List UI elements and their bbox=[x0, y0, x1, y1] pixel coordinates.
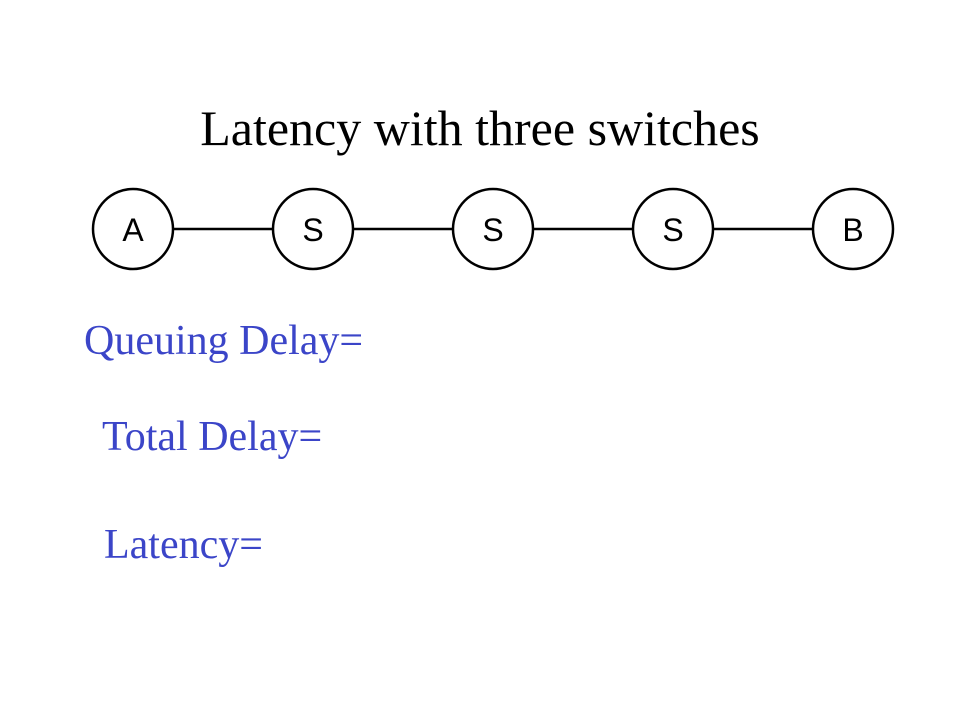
latency-label: Latency= bbox=[104, 522, 263, 568]
queuing-delay-label: Queuing Delay= bbox=[84, 318, 364, 364]
node-host-a: A bbox=[91, 187, 175, 271]
node-label: S bbox=[662, 212, 683, 248]
node-host-b: B bbox=[811, 187, 895, 271]
node-circle bbox=[811, 187, 895, 271]
node-switch-1: S bbox=[271, 187, 355, 271]
node-circle bbox=[451, 187, 535, 271]
node-circle bbox=[91, 187, 175, 271]
node-label: S bbox=[482, 212, 503, 248]
node-circle bbox=[271, 187, 355, 271]
node-label: B bbox=[842, 212, 863, 248]
node-circle bbox=[631, 187, 715, 271]
total-delay-label: Total Delay= bbox=[102, 414, 323, 460]
node-label: S bbox=[302, 212, 323, 248]
slide-title: Latency with three switches bbox=[200, 100, 760, 156]
node-switch-3: S bbox=[631, 187, 715, 271]
node-label: A bbox=[122, 212, 144, 248]
node-switch-2: S bbox=[451, 187, 535, 271]
